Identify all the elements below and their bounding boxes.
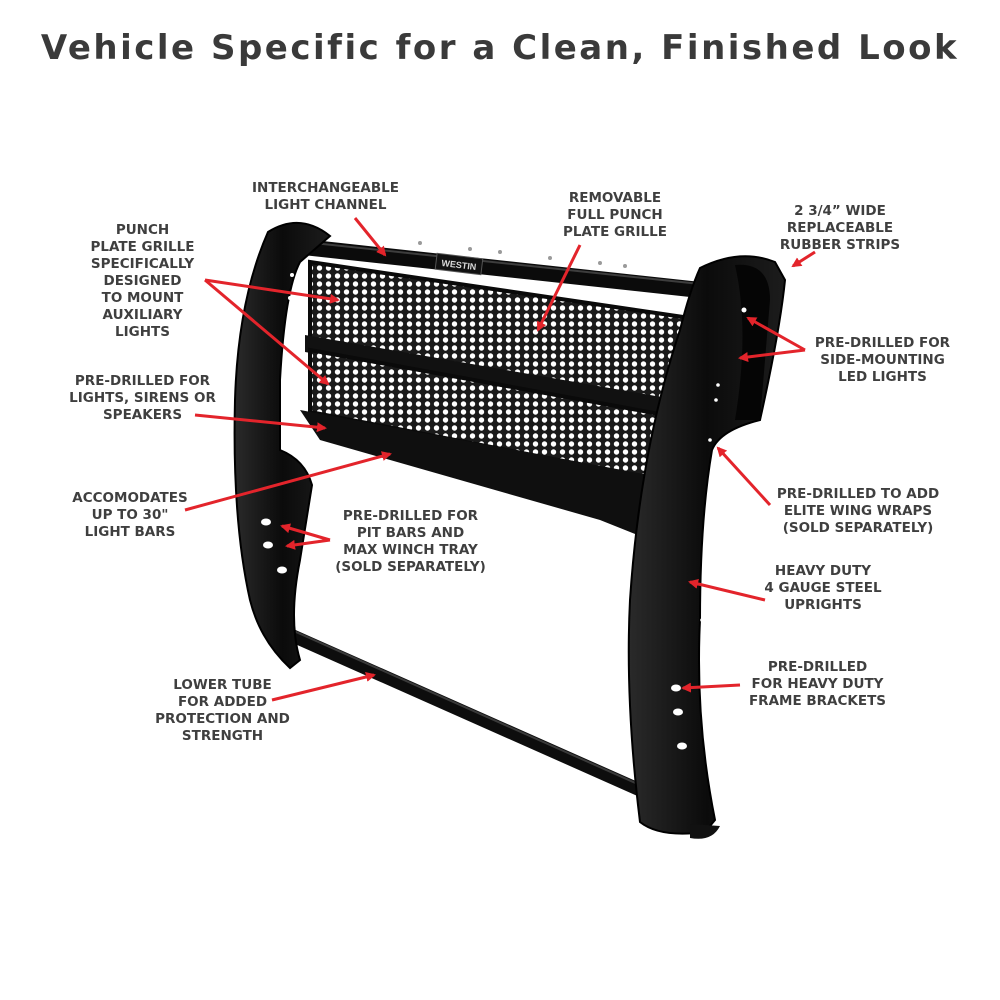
bottom-tray	[300, 410, 665, 540]
left-upright-holes	[261, 273, 294, 574]
callout-pit-bars: PRE-DRILLED FOR PIT BARS AND MAX WINCH T…	[335, 508, 486, 575]
lower-tube	[268, 621, 647, 797]
callout-lower-tube: LOWER TUBE FOR ADDED PROTECTION AND STRE…	[155, 677, 290, 744]
callout-uprights: HEAVY DUTY 4 GAUGE STEEL UPRIGHTS	[764, 563, 882, 613]
brand-badge: WESTIN	[441, 258, 477, 272]
callout-light-channel: INTERCHANGEABLE LIGHT CHANNEL	[252, 180, 399, 213]
left-upright	[233, 221, 332, 670]
callout-punch-plate: PUNCH PLATE GRILLE SPECIFICALLY DESIGNED…	[90, 222, 195, 340]
light-channel-tube	[277, 237, 708, 298]
callout-light-bars: ACCOMODATES UP TO 30" LIGHT BARS	[72, 490, 188, 540]
callout-side-led: PRE-DRILLED FOR SIDE-MOUNTING LED LIGHTS	[814, 335, 951, 385]
callout-rubber-strips: 2 3/4” WIDE REPLACEABLE RUBBER STRIPS	[779, 203, 901, 253]
callout-frame-brackets: PRE-DRILLED FOR HEAVY DUTY FRAME BRACKET…	[748, 659, 887, 709]
callout-wing-wraps: PRE-DRILLED TO ADD ELITE WING WRAPS (SOL…	[776, 486, 940, 536]
callout-removable-grille: REMOVABLE FULL PUNCH PLATE GRILLE	[563, 190, 667, 240]
page-title: Vehicle Specific for a Clean, Finished L…	[40, 28, 960, 68]
right-upright-holes	[671, 307, 747, 750]
callout-lights-sirens: PRE-DRILLED FOR LIGHTS, SIRENS OR SPEAKE…	[69, 373, 216, 423]
callout-arrows	[184, 217, 816, 702]
